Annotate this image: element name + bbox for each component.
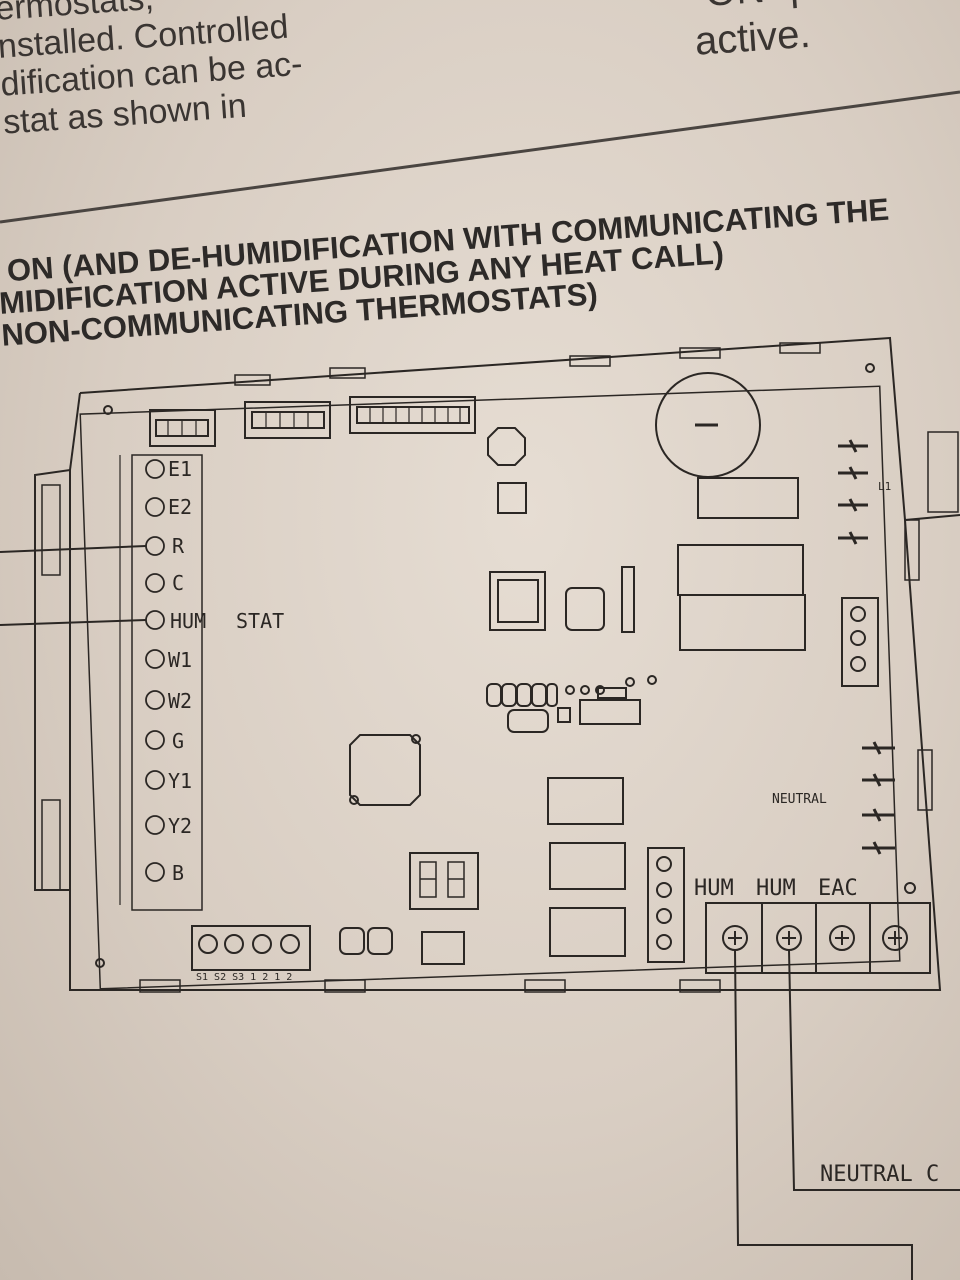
- l1-label: L1: [878, 480, 891, 493]
- terminal-label: E2: [168, 495, 192, 519]
- hum-stat-label: STAT: [236, 609, 284, 633]
- wire-to-r: [0, 545, 147, 553]
- terminal-label: R: [172, 534, 185, 558]
- terminal-label: W2: [168, 689, 192, 713]
- seven-segment-display: [409, 852, 479, 910]
- relay: [679, 594, 806, 651]
- relay: [547, 777, 624, 825]
- terminal-label: E1: [168, 457, 192, 481]
- relay: [549, 907, 626, 957]
- wire-to-hum: [0, 619, 147, 626]
- terminal-label: Y1: [168, 769, 192, 793]
- terminal-label: HUM: [170, 609, 206, 633]
- bottom-terminal-label: HUM: [756, 876, 796, 901]
- connector-4pin: [244, 401, 331, 439]
- relay: [677, 544, 804, 596]
- terminal-block-4: [647, 847, 685, 963]
- connector-3pin: [149, 409, 216, 447]
- wire-hum-2: [788, 949, 960, 1191]
- connector-9pin: [349, 396, 476, 434]
- terminal-label: C: [172, 571, 184, 595]
- relay: [697, 477, 799, 519]
- rj-jack: [489, 571, 546, 631]
- section-divider: [0, 90, 960, 224]
- bottom-terminal-label: EAC: [818, 876, 858, 901]
- neutral-label: NEUTRAL: [772, 792, 827, 807]
- neutral-c-label: NEUTRAL C: [820, 1162, 939, 1187]
- terminal-label: B: [172, 861, 184, 885]
- screw-terminal-strip: [705, 902, 931, 974]
- bottom-terminal-label: HUM: [694, 876, 734, 901]
- board-inner: [79, 385, 901, 990]
- thermostat-terminal-strip: [131, 454, 203, 911]
- microcontroller: [349, 734, 421, 806]
- wire-hum-1: [734, 949, 913, 1280]
- dip-switch-labels: S1 S2 S3 1 2 1 2: [196, 972, 292, 983]
- terminal-block-3: [841, 597, 879, 687]
- terminal-label: W1: [168, 648, 192, 672]
- relay: [549, 842, 626, 890]
- dip-switch-block: [191, 925, 311, 971]
- connector-5pin: [579, 699, 641, 725]
- fuse-octagon: [487, 427, 526, 466]
- terminal-label: Y2: [168, 814, 192, 838]
- terminal-label: G: [172, 729, 184, 753]
